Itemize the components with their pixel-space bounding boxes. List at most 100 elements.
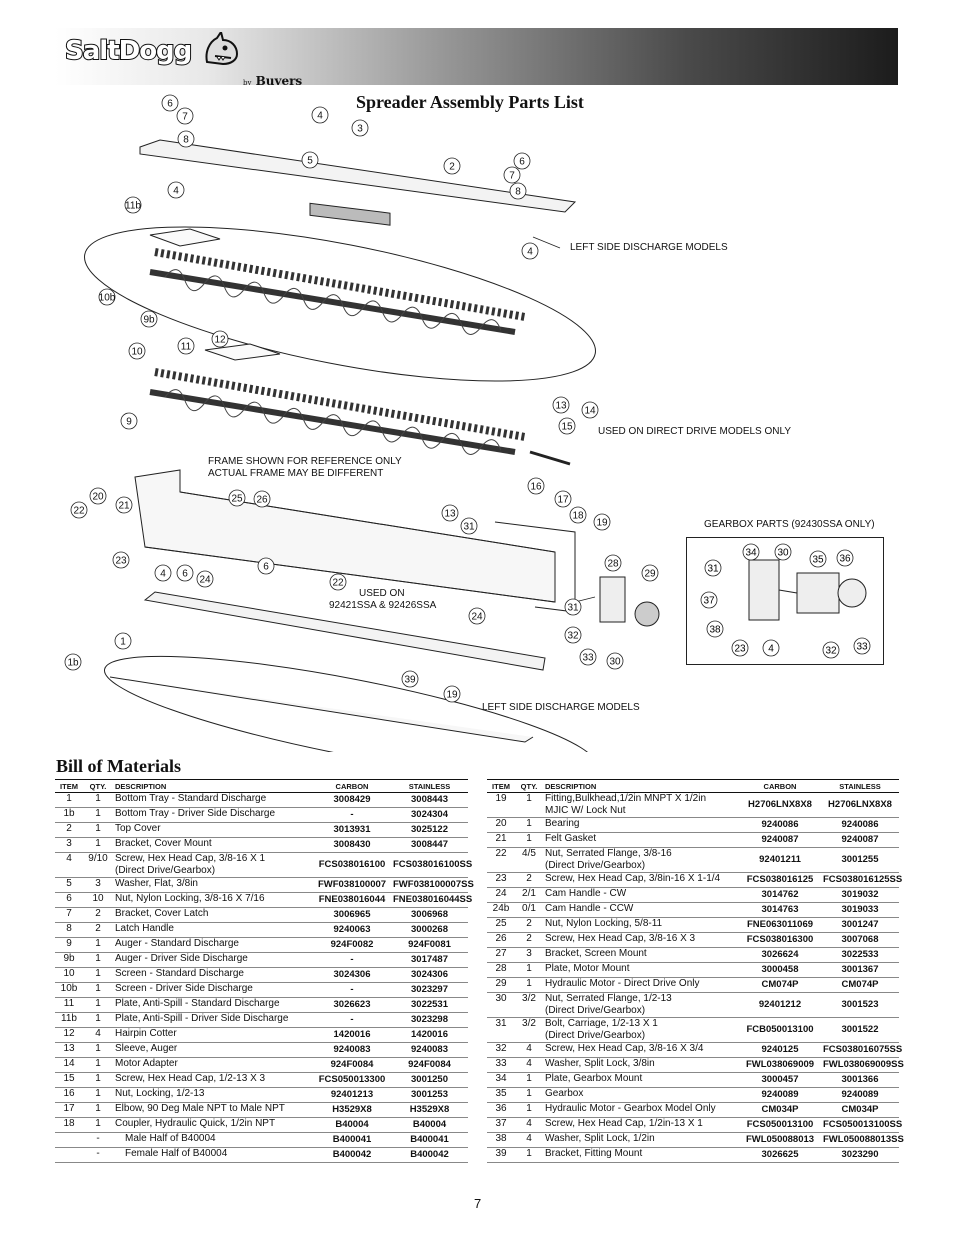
cell-carbon: 3000458 <box>739 962 821 978</box>
header-stainless: STAINLESS <box>821 779 899 793</box>
gearbox-callout-38: 38 <box>706 620 724 638</box>
note-direct-drive: USED ON DIRECT DRIVE MODELS ONLY <box>598 426 791 437</box>
cell-stainless: 3001523 <box>821 992 899 1018</box>
cell-carbon: FWL038069009 <box>739 1057 821 1073</box>
cell-description: Latch Handle <box>113 922 313 938</box>
cell-stainless: 3008447 <box>391 837 468 853</box>
svg-text:34: 34 <box>745 548 757 559</box>
cell-description: Screw, Hex Head Cap, 1/2in-13 X 1 <box>543 1117 739 1133</box>
cell-description: Sleeve, Auger <box>113 1042 313 1058</box>
cell-carbon: FCS038016300 <box>739 932 821 948</box>
cell-carbon: FCS038016100 <box>313 852 391 878</box>
callout-6: 6 <box>176 564 194 582</box>
svg-text:8: 8 <box>515 187 521 198</box>
cell-description: Female Half of B40004 <box>113 1147 313 1163</box>
callout-9b: 9b <box>140 310 158 328</box>
cell-item: 3 <box>55 837 83 853</box>
cell-carbon: 9240083 <box>313 1042 391 1058</box>
cell-description: Elbow, 90 Deg Male NPT to Male NPT <box>113 1102 313 1118</box>
svg-text:6: 6 <box>519 157 525 168</box>
cell-description: Motor Adapter <box>113 1057 313 1073</box>
cell-item: 18 <box>55 1117 83 1133</box>
cell-item: 38 <box>487 1132 515 1148</box>
gearbox-callout-23: 23 <box>731 639 749 657</box>
cell-qty: 1 <box>83 1042 113 1058</box>
svg-text:22: 22 <box>73 506 85 517</box>
cell-qty: 3/2 <box>515 992 543 1018</box>
cell-carbon: - <box>313 952 391 968</box>
svg-text:30: 30 <box>609 657 621 668</box>
cell-description: Plate, Anti-Spill - Standard Discharge <box>113 997 313 1013</box>
cell-carbon: 3024306 <box>313 967 391 983</box>
callout-4: 4 <box>521 242 539 260</box>
cell-stainless: CM074P <box>821 977 899 993</box>
cell-item: 5 <box>55 877 83 893</box>
cell-item: 21 <box>487 832 515 848</box>
cell-qty: 1 <box>83 937 113 953</box>
cell-carbon: FCB050013100 <box>739 1017 821 1043</box>
svg-text:9b: 9b <box>143 315 155 326</box>
cell-item: 1b <box>55 807 83 823</box>
svg-text:15: 15 <box>561 422 573 433</box>
cell-item: 24b <box>487 902 515 918</box>
cell-qty: 1 <box>83 982 113 998</box>
cell-item: 15 <box>55 1072 83 1088</box>
cell-description: Screw, Hex Head Cap, 3/8-16 X 1 (Direct … <box>113 852 313 878</box>
cell-carbon: B400041 <box>313 1132 391 1148</box>
page-number: 7 <box>474 1196 482 1211</box>
header-description: DESCRIPTION <box>543 779 739 793</box>
cell-item: 10 <box>55 967 83 983</box>
cell-carbon: FCS050013100 <box>739 1117 821 1133</box>
cell-qty: 2 <box>83 922 113 938</box>
bom-table-left: ITEM QTY. DESCRIPTION CARBON STAINLESS 1… <box>55 779 474 1163</box>
cell-qty: 1 <box>83 997 113 1013</box>
header-stainless: STAINLESS <box>391 779 468 793</box>
callout-1b: 1b <box>64 653 82 671</box>
cell-description: Bracket, Cover Latch <box>113 907 313 923</box>
gearbox-callout-34: 34 <box>742 543 760 561</box>
svg-text:14: 14 <box>584 406 596 417</box>
cell-carbon: FWF038100007 <box>313 877 391 893</box>
svg-text:26: 26 <box>256 495 268 506</box>
svg-text:13: 13 <box>444 509 456 520</box>
svg-text:1b: 1b <box>67 658 79 669</box>
cell-qty: 4 <box>515 1042 543 1058</box>
cell-item: 11 <box>55 997 83 1013</box>
gearbox-callout-30: 30 <box>774 543 792 561</box>
header-item: ITEM <box>487 779 515 793</box>
cell-carbon: FCS050013300 <box>313 1072 391 1088</box>
cell-qty: - <box>83 1132 113 1148</box>
cell-stainless: 3023290 <box>821 1147 899 1163</box>
svg-text:6: 6 <box>263 562 269 573</box>
svg-text:12: 12 <box>214 335 226 346</box>
callout-4: 4 <box>154 564 172 582</box>
callout-39: 39 <box>401 670 419 688</box>
svg-text:8: 8 <box>183 135 189 146</box>
callout-1: 1 <box>114 632 132 650</box>
svg-text:39: 39 <box>404 675 416 686</box>
cell-qty: 0/1 <box>515 902 543 918</box>
cell-stainless: 3000268 <box>391 922 468 938</box>
callout-13: 13 <box>441 504 459 522</box>
cell-description: Cam Handle - CCW <box>543 902 739 918</box>
svg-text:9: 9 <box>126 417 132 428</box>
svg-text:3: 3 <box>357 124 363 135</box>
svg-text:4: 4 <box>160 569 166 580</box>
callout-6: 6 <box>161 94 179 112</box>
callout-28: 28 <box>604 554 622 572</box>
cell-carbon: 3014762 <box>739 887 821 903</box>
note-used-on: USED ON 92421SSA & 92426SSA <box>329 588 437 611</box>
cell-stainless: 3001253 <box>391 1087 468 1103</box>
cell-carbon: - <box>313 982 391 998</box>
cell-carbon: CM074P <box>739 977 821 993</box>
